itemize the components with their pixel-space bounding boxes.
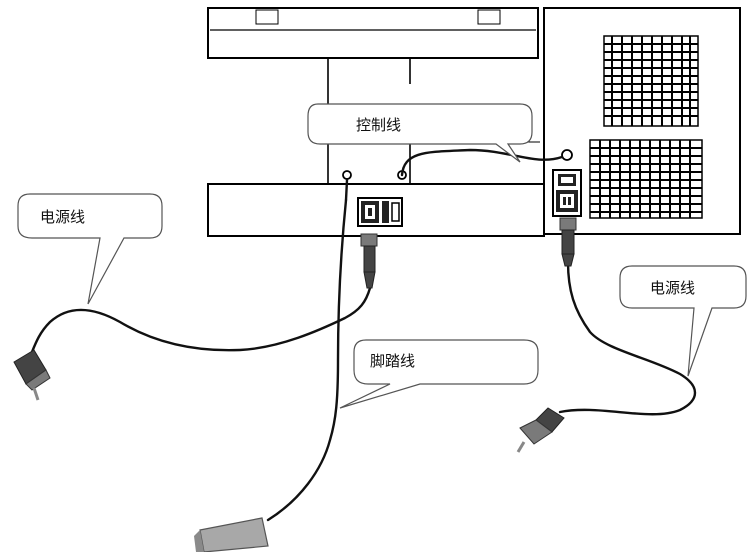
wall-plug-right (516, 407, 565, 453)
power-connector-base (360, 233, 378, 289)
callout-foot-pedal-cable: 脚踏线 (339, 339, 539, 409)
callout-label-foot-pedal-cable: 脚踏线 (370, 352, 415, 370)
callout-power-cable-left: 电源线 (17, 193, 163, 305)
cabinet-control-port (561, 149, 573, 161)
cabinet-vent-grid-upper (603, 35, 699, 127)
main-unit-top-panel (207, 7, 539, 59)
callout-power-cable-right: 电源线 (619, 265, 747, 377)
foot-pedal-cable (266, 198, 348, 522)
foot-pedal (194, 517, 269, 552)
callout-control-cable: 控制线 (307, 103, 533, 163)
power-cable-left (30, 286, 372, 354)
foot-pedal-lead (344, 178, 349, 202)
callout-label-power-cable-right: 电源线 (650, 279, 695, 297)
control-port-left (342, 170, 352, 180)
callout-label-power-cable-left: 电源线 (40, 208, 85, 226)
power-cable-right (558, 260, 697, 416)
cabinet-power-socket (552, 169, 582, 217)
base-power-socket (357, 197, 403, 227)
callout-label-control-cable: 控制线 (356, 116, 401, 134)
cabinet-vent-grid-lower (589, 139, 703, 219)
wall-plug-left (13, 349, 51, 401)
power-connector-cabinet (559, 217, 577, 267)
control-cable (400, 148, 564, 177)
